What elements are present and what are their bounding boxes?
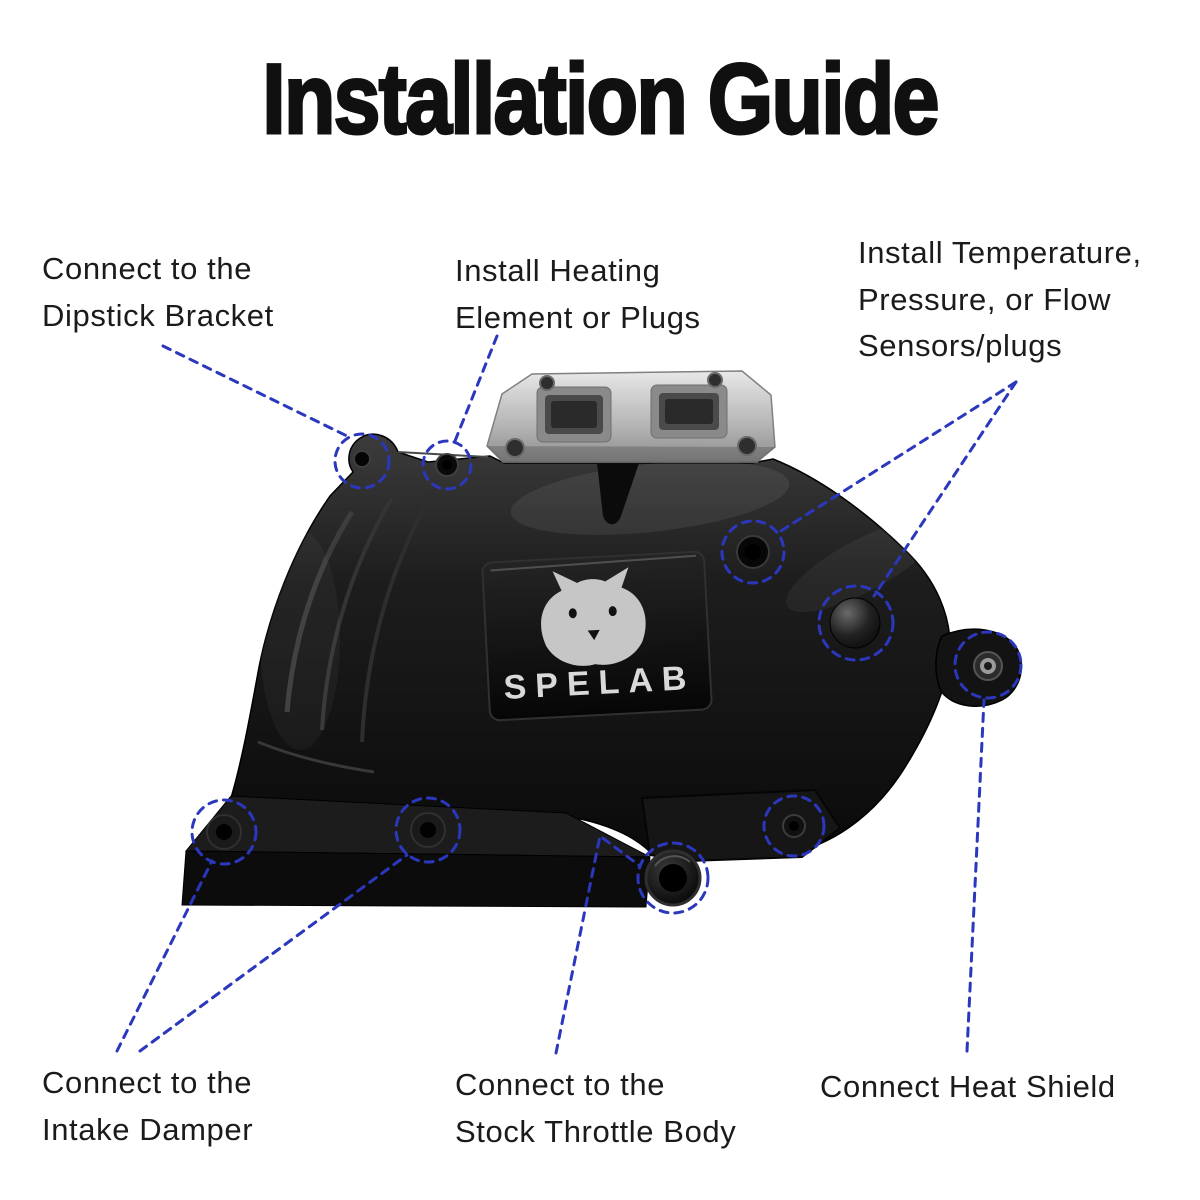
throttle-plate — [640, 788, 842, 863]
runner-groove — [597, 463, 639, 525]
throttle-bolt-center — [789, 821, 799, 831]
callout-heating-element: Install Heating Element or Plugs — [455, 253, 701, 335]
heat-shield-bolt-center — [984, 662, 992, 670]
heating-element-plug — [435, 453, 459, 477]
sensor-boss-bore — [745, 544, 761, 560]
callout-intake-damper: Connect to the Intake Damper — [42, 1065, 254, 1147]
sensor-ports — [736, 535, 881, 649]
throttle-port-bore — [659, 864, 687, 892]
marker-throttle-bolt — [762, 794, 826, 858]
flange-bolt-hole — [539, 375, 555, 391]
body-sheen — [260, 461, 939, 750]
annotation-layer — [115, 334, 1023, 1055]
top-flange-lip — [487, 446, 775, 462]
base-bolt-right — [420, 822, 436, 838]
manifold-illustration: SPELAB — [181, 370, 1023, 908]
base-flange — [181, 795, 651, 908]
flange-bolt-hole — [707, 372, 723, 388]
marker-throttle-port — [636, 841, 710, 915]
throttle-port-highlight — [654, 855, 691, 867]
throttle-flange — [640, 788, 842, 907]
marker-intake-damper-1 — [190, 798, 258, 866]
callout-throttle-body: Connect to the Stock Throttle Body — [455, 1067, 737, 1149]
base-flange-front — [181, 850, 651, 908]
flange-port-left — [536, 386, 612, 443]
sensor-dome — [829, 597, 881, 649]
wolf-logo-icon — [541, 567, 646, 666]
callout-heat-shield: Connect Heat Shield — [820, 1069, 1116, 1104]
leader-line-damper-b — [138, 853, 409, 1053]
marker-sensor-port-2 — [817, 584, 895, 662]
callout-sensors: Install Temperature, Pressure, or Flow S… — [858, 235, 1142, 363]
marker-intake-damper-2 — [394, 796, 462, 864]
flange-bolt-hole — [737, 436, 757, 456]
marker-heating-element — [421, 439, 473, 491]
base-bolt-left — [216, 824, 232, 840]
flange-bolt-hole — [505, 438, 525, 458]
leader-line-heating — [453, 334, 499, 443]
marker-sensor-port-1 — [720, 519, 786, 585]
marker-dipstick-bracket — [333, 432, 391, 490]
page-title: Installation Guide — [261, 42, 941, 156]
leader-line-sensors-a — [774, 380, 1018, 536]
spelab-badge: SPELAB — [481, 550, 713, 722]
heat-shield-bracket — [935, 628, 1023, 707]
badge-top-highlight — [490, 554, 697, 572]
leader-line-dipstick — [161, 344, 351, 439]
top-flange — [486, 370, 776, 463]
leader-line-sensors-b — [872, 380, 1018, 598]
marker-heat-shield — [953, 630, 1023, 700]
callout-dipstick-bracket: Connect to the Dipstick Bracket — [42, 251, 274, 333]
dipstick-bracket-hole — [353, 450, 371, 468]
flange-port-right — [650, 384, 728, 439]
leader-line-throttle — [554, 833, 642, 1055]
leader-line-damper-a — [115, 859, 214, 1053]
leader-line-heat-shield — [965, 698, 986, 1053]
